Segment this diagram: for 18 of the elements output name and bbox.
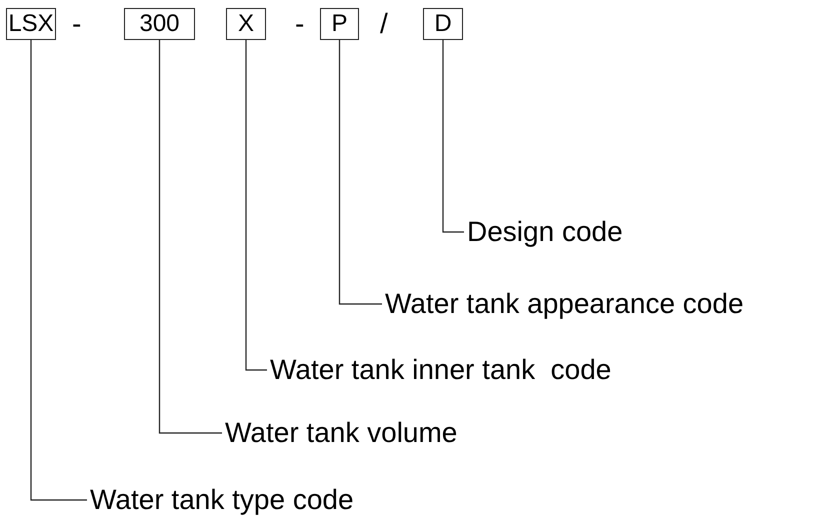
leader-line [338,40,382,305]
leader-line [158,40,222,434]
description-label: Water tank type code [90,483,354,517]
separator-symbol: - [72,8,82,40]
code-box: LSX [6,8,56,40]
description-label: Water tank inner tank code [270,353,612,387]
code-box: D [423,8,463,40]
leader-line [442,40,464,233]
code-box: P [320,8,359,40]
description-label: Water tank appearance code [385,287,744,321]
leader-line [30,40,87,501]
description-label: Water tank volume [225,416,458,450]
leader-line [245,40,267,371]
description-label: Design code [467,215,623,249]
separator-symbol: - [295,8,304,40]
code-box: X [226,8,266,40]
separator-symbol: / [380,8,388,40]
code-box: 300 [124,8,195,40]
